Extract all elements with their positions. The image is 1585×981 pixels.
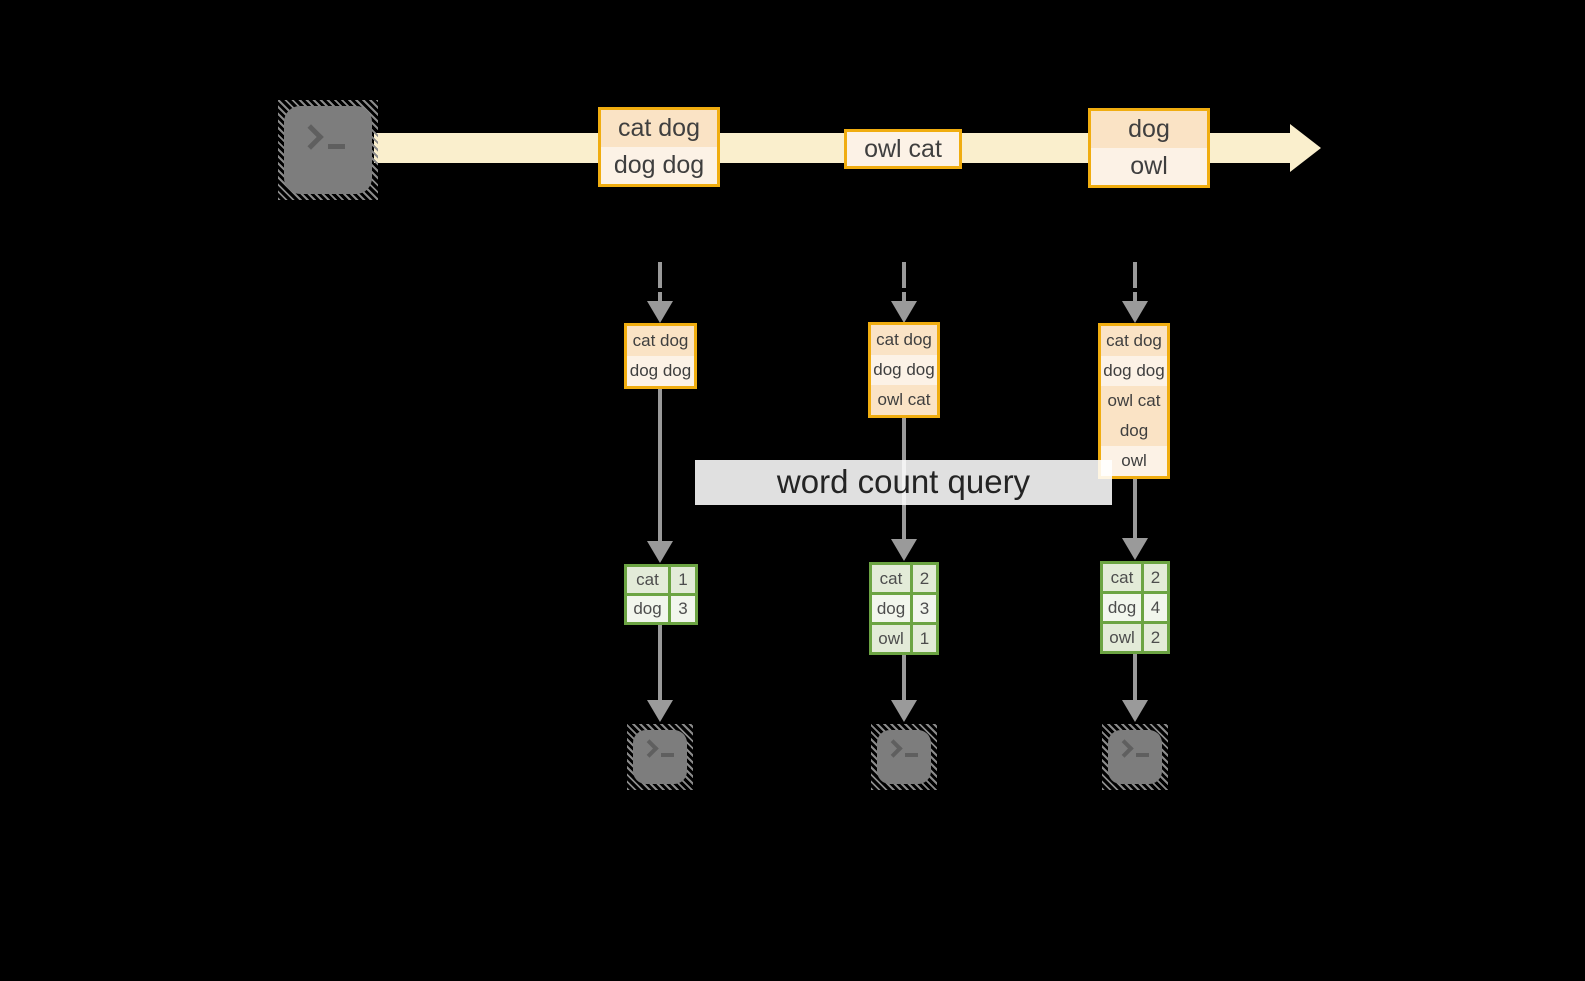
state-row: dog dog — [627, 356, 694, 386]
sink-terminal-icon — [1102, 724, 1168, 790]
prompt-chevron-icon — [1115, 739, 1134, 758]
arrowhead-down-icon — [647, 541, 673, 563]
word-cell: cat — [627, 567, 668, 593]
state-row: cat dog — [627, 326, 694, 356]
prompt-cursor-icon — [661, 753, 674, 757]
word-cell: dog — [627, 596, 668, 622]
word-cell: dog — [872, 595, 910, 622]
sink-terminal-icon — [871, 724, 937, 790]
count-cell: 2 — [1144, 564, 1167, 591]
arrowhead-down-icon — [891, 301, 917, 323]
terminal-screen — [633, 730, 687, 784]
word-cell: cat — [1103, 564, 1141, 591]
query-label-band — [695, 460, 1112, 505]
dashed-arrow — [1133, 292, 1137, 304]
count-table-2: cat 2 dog 3 owl 1 — [869, 562, 939, 655]
count-cell: 3 — [913, 595, 936, 622]
arrow-line — [658, 389, 662, 543]
dashed-arrow — [902, 292, 906, 304]
query-label: word count query — [776, 462, 1031, 500]
sink-terminal-icon — [627, 724, 693, 790]
state-box-2: cat dog dog dog owl cat — [868, 322, 940, 418]
arrowhead-down-icon — [891, 700, 917, 722]
arrow-line — [1133, 654, 1137, 702]
arrowhead-down-icon — [1122, 301, 1148, 323]
prompt-chevron-icon — [884, 739, 903, 758]
source-terminal-icon — [278, 100, 378, 200]
arrow-line — [902, 655, 906, 702]
stream-batch-3: dog owl — [1088, 108, 1210, 188]
arrowhead-down-icon — [1122, 700, 1148, 722]
state-row: owl cat — [1101, 386, 1167, 416]
arrowhead-down-icon — [1122, 538, 1148, 560]
count-cell: 2 — [913, 565, 936, 592]
batch-line: owl cat — [847, 132, 959, 166]
prompt-cursor-icon — [1136, 753, 1149, 757]
word-cell: dog — [1103, 594, 1141, 621]
state-row: owl cat — [871, 385, 937, 415]
prompt-cursor-icon — [905, 753, 918, 757]
dashed-arrow — [902, 262, 906, 288]
dashed-arrow — [658, 262, 662, 288]
count-cell: 4 — [1144, 594, 1167, 621]
count-cell: 1 — [913, 625, 936, 652]
state-row: cat dog — [1101, 326, 1167, 356]
state-box-3: cat dog dog dog owl cat dog owl — [1098, 323, 1170, 479]
arrowhead-down-icon — [891, 539, 917, 561]
state-row: dog dog — [871, 355, 937, 385]
word-cell: owl — [1103, 624, 1141, 651]
arrow-line — [658, 625, 662, 702]
batch-line: dog — [1091, 111, 1207, 148]
terminal-screen — [1108, 730, 1162, 784]
state-row: dog — [1101, 416, 1167, 446]
count-table-1: cat 1 dog 3 — [624, 564, 698, 625]
terminal-screen — [284, 106, 372, 194]
dashed-arrow — [658, 292, 662, 304]
stream-batch-2: owl cat — [844, 129, 962, 169]
stream-arrowhead — [1290, 124, 1321, 172]
batch-line: owl — [1091, 148, 1207, 185]
dashed-arrow — [1133, 262, 1137, 288]
word-cell: cat — [872, 565, 910, 592]
count-cell: 2 — [1144, 624, 1167, 651]
state-row: owl — [1101, 446, 1167, 476]
count-cell: 1 — [671, 567, 695, 593]
arrowhead-down-icon — [647, 301, 673, 323]
state-row: dog dog — [1101, 356, 1167, 386]
prompt-chevron-icon — [640, 739, 659, 758]
prompt-cursor-icon — [328, 144, 345, 149]
terminal-screen — [877, 730, 931, 784]
word-cell: owl — [872, 625, 910, 652]
batch-line: cat dog — [601, 110, 717, 147]
prompt-chevron-icon — [298, 124, 324, 150]
arrow-line — [1133, 479, 1137, 540]
state-box-1: cat dog dog dog — [624, 323, 697, 389]
count-table-3: cat 2 dog 4 owl 2 — [1100, 561, 1170, 654]
state-row: cat dog — [871, 325, 937, 355]
count-cell: 3 — [671, 596, 695, 622]
batch-line: dog dog — [601, 147, 717, 184]
arrowhead-down-icon — [647, 700, 673, 722]
stream-batch-1: cat dog dog dog — [598, 107, 720, 187]
